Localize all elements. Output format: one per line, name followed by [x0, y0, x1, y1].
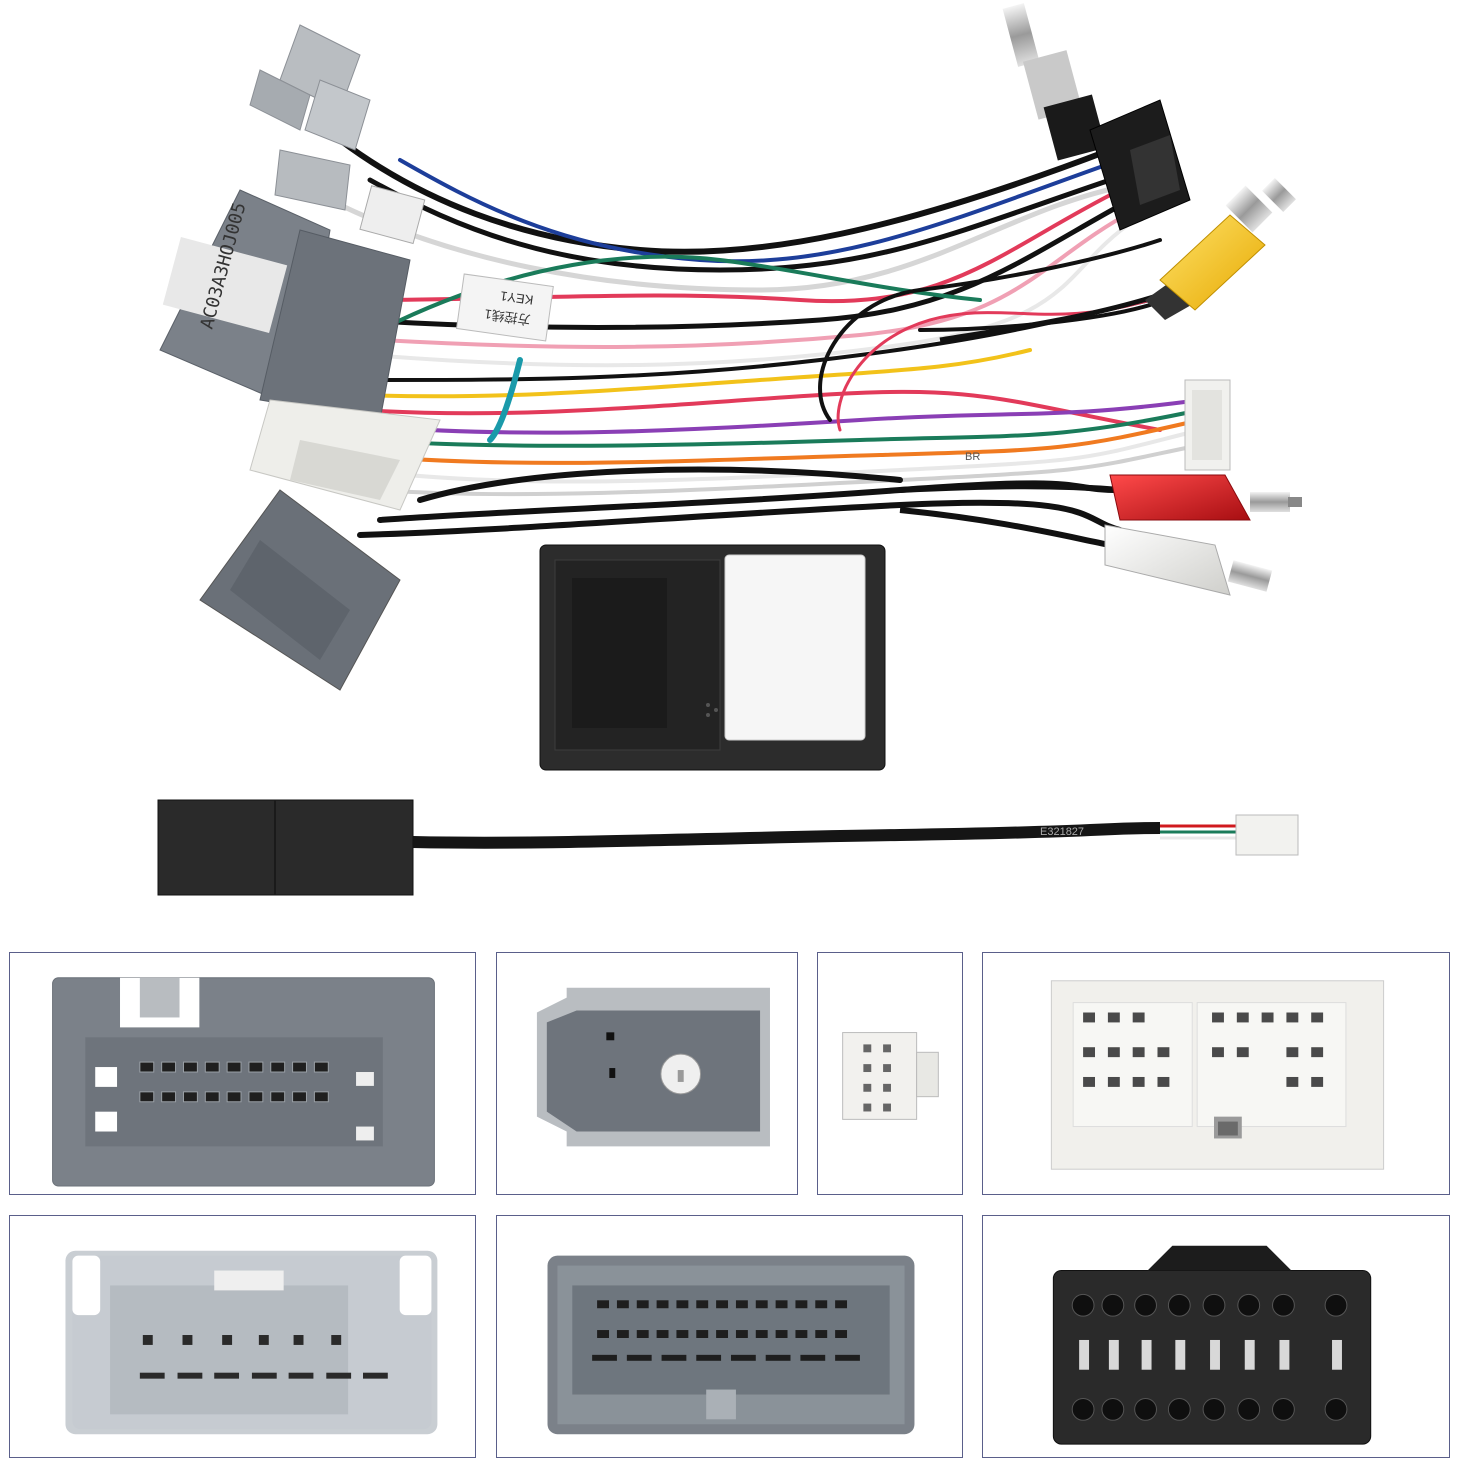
detail-panel-gray-connector-large [9, 952, 476, 1195]
canbus-decoder-box [539, 544, 886, 771]
tag-line-2: KEY1 [499, 288, 534, 307]
detail-panel-light-gray-connector [9, 1215, 476, 1458]
wire-tag: 方控线1 KEY1 [455, 273, 554, 342]
yellow-rca-plug [939, 178, 1296, 343]
detail-panel-white-connector-large [982, 952, 1450, 1195]
detail-panel-gray-connector-round-pin [496, 952, 798, 1195]
wire-bundle [327, 137, 1202, 538]
detail-panel-black-iso-connector [982, 1215, 1450, 1458]
black-iso-connector-photo [1089, 99, 1191, 231]
gray-connector-small [274, 149, 426, 245]
detail-panel-blue-gray-connector [496, 1215, 963, 1458]
wiring-harness-photo: AC03A3HOJ005 方控线1 KEY1 BR [157, 3, 1302, 896]
gray-connector-top [249, 24, 371, 151]
main-gray-connector: AC03A3HOJ005 [159, 189, 411, 421]
cable-print: E321827 [1040, 826, 1084, 838]
tag-line-1: 方控线1 [484, 306, 532, 327]
white-connector [249, 399, 441, 511]
steering-wheel-adapter: E321827 [157, 799, 1299, 896]
small-print-br: BR [965, 451, 980, 463]
red-rca-plug [899, 474, 1302, 521]
antenna-plug [1002, 3, 1107, 161]
dark-gray-connector [199, 489, 401, 691]
white-pin-connector-right [1184, 379, 1231, 471]
white-rca-plug [899, 507, 1273, 596]
detail-panel-white-micro-connector [817, 952, 963, 1195]
